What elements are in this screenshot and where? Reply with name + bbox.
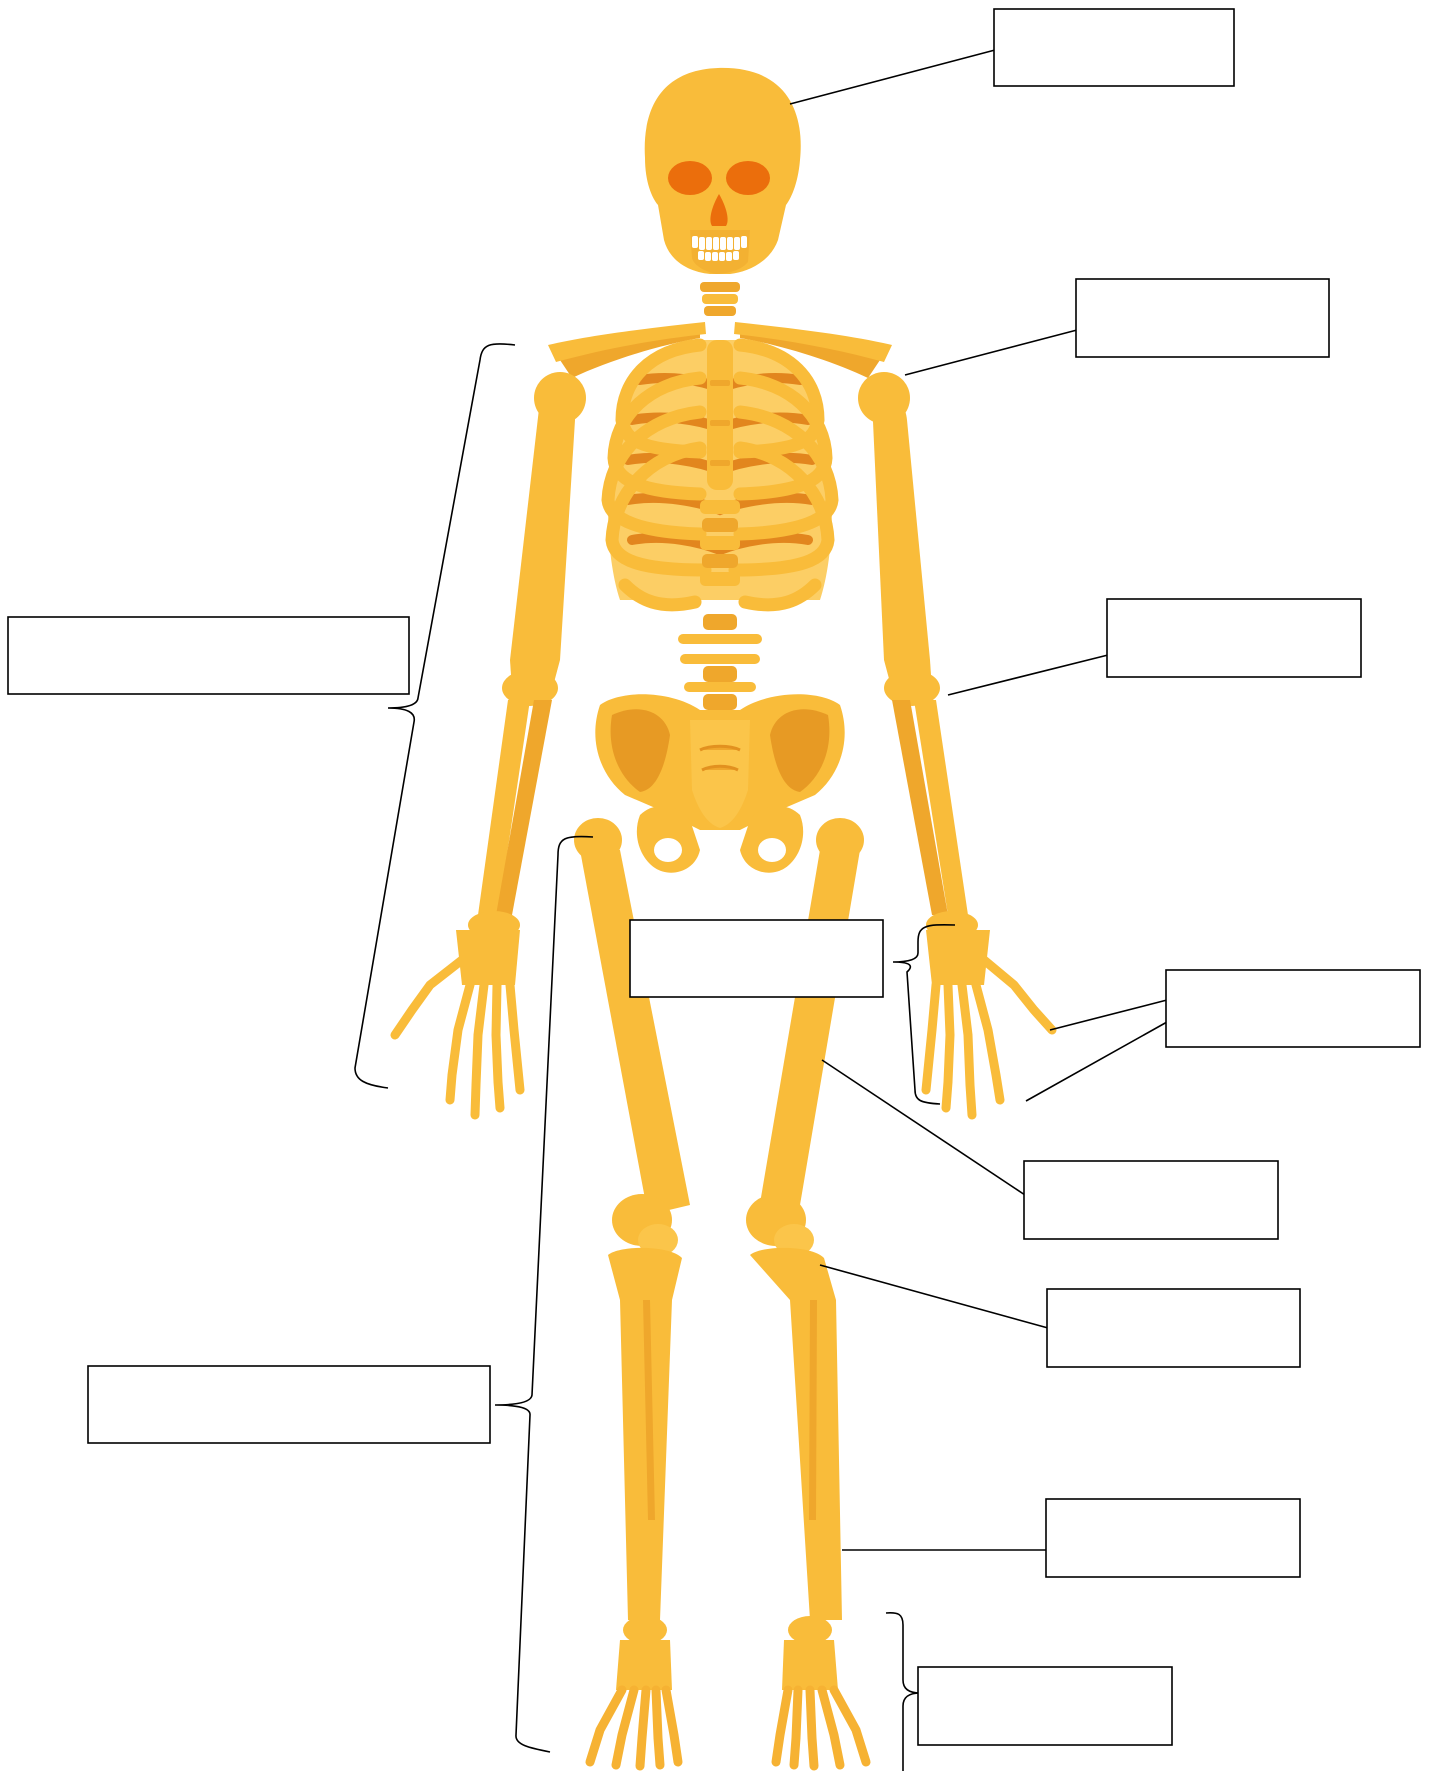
label-box-patella[interactable]: [1047, 1289, 1300, 1367]
right-foot: [776, 1640, 866, 1766]
skull: [645, 68, 801, 274]
left-foot: [590, 1640, 678, 1766]
leader-line-skull: [790, 50, 995, 104]
leader-line-hand-upper: [1050, 1000, 1167, 1030]
label-box-femur[interactable]: [1024, 1161, 1278, 1239]
left-arm: [468, 396, 575, 939]
label-box-arm[interactable]: [8, 617, 409, 694]
label-box-foot[interactable]: [918, 1667, 1172, 1745]
leader-line-hand-lower: [1026, 1022, 1167, 1101]
label-box-leg[interactable]: [88, 1366, 490, 1443]
eye-socket-right: [726, 161, 770, 195]
leader-line-clavicle: [905, 330, 1077, 375]
pelvis: [595, 694, 844, 872]
leader-line-patella: [820, 1265, 1048, 1328]
skeleton-figure: [395, 68, 1052, 1766]
left-hand: [395, 930, 520, 1115]
leader-lines: [355, 50, 1167, 1771]
eye-socket-left: [668, 161, 712, 195]
right-arm: [872, 396, 978, 939]
right-hand: [926, 930, 1052, 1115]
sternum: [707, 340, 733, 490]
label-box-humerus[interactable]: [1107, 599, 1361, 677]
cervical-vertebrae: [700, 282, 740, 316]
bracket-foot: [886, 1613, 920, 1771]
label-box-tibia[interactable]: [1046, 1499, 1300, 1577]
label-box-skull[interactable]: [994, 9, 1234, 86]
label-box-clavicle[interactable]: [1076, 279, 1329, 357]
label-box-wrist[interactable]: [630, 920, 883, 997]
leader-line-humerus: [948, 655, 1108, 695]
label-box-hand[interactable]: [1166, 970, 1420, 1047]
